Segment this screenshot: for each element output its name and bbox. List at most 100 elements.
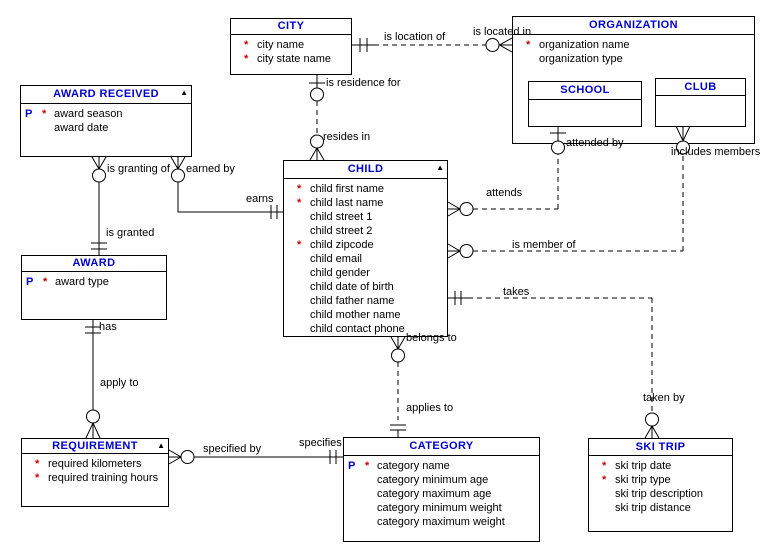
attribute-row: child contact phone bbox=[284, 322, 447, 336]
required-marker: * bbox=[35, 472, 40, 484]
required-marker: * bbox=[244, 53, 249, 65]
attribute-name: award season bbox=[54, 108, 123, 120]
required-marker bbox=[297, 280, 310, 294]
required-marker bbox=[297, 294, 310, 308]
relationship-label-applies-to: applies to bbox=[406, 402, 454, 414]
attribute-row: * child first name bbox=[284, 182, 447, 196]
required-marker bbox=[297, 266, 310, 280]
entity-award-received[interactable]: AWARD RECEIVED▲ P * award season award dat… bbox=[20, 85, 192, 157]
entity-title: ORGANIZATION bbox=[513, 17, 754, 35]
connector-award-received-award[interactable] bbox=[91, 156, 107, 255]
attribute-name: child mother name bbox=[310, 309, 401, 321]
entity-title: CATEGORY bbox=[344, 438, 539, 456]
entity-title: SKI TRIP bbox=[589, 439, 732, 456]
entity-school[interactable]: SCHOOL bbox=[528, 81, 642, 127]
relationship-label-specified-by: specified by bbox=[203, 443, 262, 455]
connector-child-category[interactable] bbox=[390, 336, 406, 437]
attribute-row: ski trip description bbox=[589, 487, 732, 501]
relationship-label-is-granted: is granted bbox=[106, 227, 155, 239]
required-marker bbox=[297, 210, 310, 224]
attribute-name: child email bbox=[310, 253, 362, 265]
attribute-row: *required training hours bbox=[22, 471, 168, 485]
attribute-row: ski trip distance bbox=[589, 501, 732, 515]
entity-child[interactable]: CHILD▲ *child first name *child last nam… bbox=[283, 160, 448, 337]
attribute-row: child street 2 bbox=[284, 224, 447, 238]
attribute-name: category minimum age bbox=[377, 474, 489, 486]
key-marker: P bbox=[25, 108, 33, 120]
entity-city[interactable]: CITY *city name *city state name bbox=[230, 18, 352, 75]
attribute-name: child last name bbox=[310, 197, 384, 209]
attribute-name: child street 2 bbox=[310, 225, 373, 237]
attribute-name: category minimum weight bbox=[377, 502, 502, 514]
required-marker: * bbox=[602, 460, 607, 472]
connector-child-ski-trip[interactable] bbox=[448, 291, 660, 439]
attribute-row: child date of birth bbox=[284, 280, 447, 294]
attribute-name: category maximum weight bbox=[377, 516, 505, 528]
relationship-label-is-granting-of: is granting of bbox=[107, 163, 170, 175]
attribute-row: category minimum weight bbox=[344, 501, 539, 515]
connector-award-requirement[interactable] bbox=[85, 320, 101, 439]
relationship-label-is-location-of: is location of bbox=[384, 31, 446, 43]
entity-title: SCHOOL bbox=[529, 82, 641, 100]
required-marker: * bbox=[297, 239, 302, 251]
attribute-list: * ski trip date * ski trip type ski trip d… bbox=[589, 456, 732, 515]
entity-club[interactable]: CLUB bbox=[655, 78, 746, 127]
relationship-label-is-residence-for: is residence for bbox=[326, 77, 401, 89]
entity-organization[interactable]: ORGANIZATION *organization name organiza… bbox=[512, 16, 755, 144]
attribute-list: *city name *city state name bbox=[231, 35, 351, 66]
required-marker: * bbox=[42, 108, 47, 120]
attribute-list: P * award season award date bbox=[21, 104, 191, 135]
required-marker bbox=[42, 121, 54, 135]
attribute-row: category maximum age bbox=[344, 487, 539, 501]
subtype-triangle-icon: ▲ bbox=[180, 88, 188, 97]
attribute-name: ski trip type bbox=[615, 474, 671, 486]
connector-city-child[interactable] bbox=[309, 75, 325, 161]
attribute-row: category maximum weight bbox=[344, 515, 539, 529]
attribute-row: category minimum age bbox=[344, 473, 539, 487]
attribute-row: P*category name bbox=[344, 459, 539, 473]
attribute-name: required kilometers bbox=[48, 458, 142, 470]
entity-requirement[interactable]: REQUIREMENT▲ *required kilometers *requi… bbox=[21, 438, 169, 507]
entity-title: CITY bbox=[231, 19, 351, 35]
attribute-row: child mother name bbox=[284, 308, 447, 322]
required-marker bbox=[297, 224, 310, 238]
attribute-name: child gender bbox=[310, 267, 370, 279]
attribute-row: P*award type bbox=[22, 275, 166, 289]
relationship-label-attended-by: attended by bbox=[566, 137, 624, 149]
relationship-label-earned-by: earned by bbox=[186, 163, 235, 175]
required-marker: * bbox=[297, 197, 302, 209]
attribute-name: child street 1 bbox=[310, 211, 373, 223]
attribute-row: *city state name bbox=[231, 52, 351, 66]
key-marker: P bbox=[26, 276, 34, 288]
relationship-label-has: has bbox=[99, 321, 117, 333]
relationship-label-takes: takes bbox=[503, 286, 530, 298]
entity-title: AWARD RECEIVED▲ bbox=[21, 86, 191, 104]
attribute-row: *organization name bbox=[513, 38, 754, 52]
relationship-label-earns: earns bbox=[246, 193, 274, 205]
key-marker: P bbox=[348, 460, 356, 472]
relationship-label-belongs-to: belongs to bbox=[406, 332, 457, 344]
entity-ski-trip[interactable]: SKI TRIP * ski trip date * ski trip type s… bbox=[588, 438, 733, 532]
attribute-list: *required kilometers *required training … bbox=[22, 454, 168, 485]
entity-award[interactable]: AWARD P*award type bbox=[21, 255, 167, 320]
required-marker: * bbox=[244, 39, 249, 51]
entity-category[interactable]: CATEGORY P*category name category minimu… bbox=[343, 437, 540, 542]
attribute-name: child father name bbox=[310, 295, 395, 307]
relationship-label-resides-in: resides in bbox=[323, 131, 371, 143]
attribute-list: P*category name category minimum age cat… bbox=[344, 456, 539, 529]
attribute-list: P*award type bbox=[22, 272, 166, 289]
required-marker bbox=[297, 252, 310, 266]
attribute-name: category name bbox=[377, 460, 450, 472]
required-marker bbox=[297, 322, 310, 336]
relationship-label-specifies: specifies bbox=[299, 437, 342, 449]
attribute-name: ski trip date bbox=[615, 460, 672, 472]
attribute-name: child first name bbox=[310, 183, 384, 195]
attribute-row: award date bbox=[21, 121, 191, 135]
required-marker: * bbox=[297, 183, 302, 195]
entity-title: REQUIREMENT▲ bbox=[22, 439, 168, 454]
attribute-name: ski trip distance bbox=[615, 502, 691, 514]
attribute-name: child contact phone bbox=[310, 323, 405, 335]
attribute-row: * ski trip date bbox=[589, 459, 732, 473]
attribute-row: *required kilometers bbox=[22, 457, 168, 471]
